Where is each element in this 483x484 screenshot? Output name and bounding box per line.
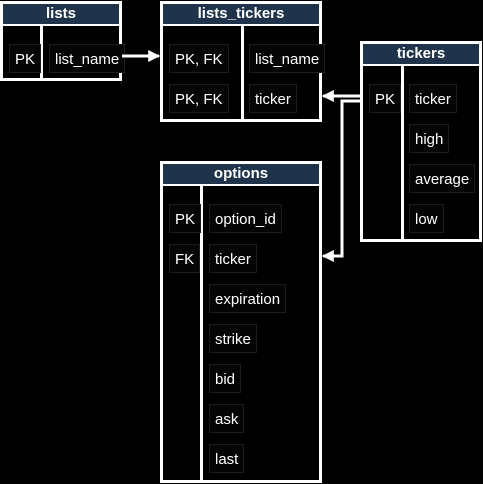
- key-column-divider: [40, 26, 43, 78]
- key-column-divider: [241, 26, 244, 119]
- key-column-divider: [401, 66, 404, 239]
- field-cell-expiration: expiration: [209, 284, 287, 313]
- table-lists: lists PK list_name: [0, 1, 126, 81]
- key-cell: PK: [169, 204, 202, 233]
- field-cell-ask: ask: [209, 404, 245, 433]
- table-title-lists-tickers: lists_tickers: [163, 4, 319, 26]
- table-title-options: options: [163, 164, 319, 186]
- table-lists-tickers: lists_tickers PK, FK list_name PK, FK ti…: [160, 1, 326, 122]
- field-cell-ticker: ticker: [249, 84, 297, 113]
- field-cell-option-id: option_id: [209, 204, 282, 233]
- key-cell: FK: [169, 244, 201, 273]
- field-cell-strike: strike: [209, 324, 257, 353]
- field-cell-list-name: list_name: [49, 44, 126, 73]
- field-cell-last: last: [209, 444, 245, 473]
- table-title-lists: lists: [3, 4, 119, 26]
- field-cell-bid: bid: [209, 364, 242, 393]
- key-cell: PK, FK: [169, 84, 229, 113]
- field-cell-ticker: ticker: [209, 244, 257, 273]
- table-options: options PK option_id FK ticker expiratio…: [160, 161, 322, 483]
- table-title-tickers: tickers: [363, 44, 479, 66]
- field-cell-ticker: ticker: [409, 84, 457, 113]
- table-tickers: tickers PK ticker high average low: [360, 41, 482, 242]
- field-cell-average: average: [409, 164, 476, 193]
- key-column-divider: [200, 186, 203, 480]
- field-cell-low: low: [409, 204, 444, 233]
- key-cell: PK: [369, 84, 402, 113]
- key-cell: PK: [9, 44, 42, 73]
- field-cell-list-name: list_name: [249, 44, 326, 73]
- relationship-arrow-tickers-to-options: [321, 99, 360, 262]
- field-cell-high: high: [409, 124, 450, 153]
- key-cell: PK, FK: [169, 44, 229, 73]
